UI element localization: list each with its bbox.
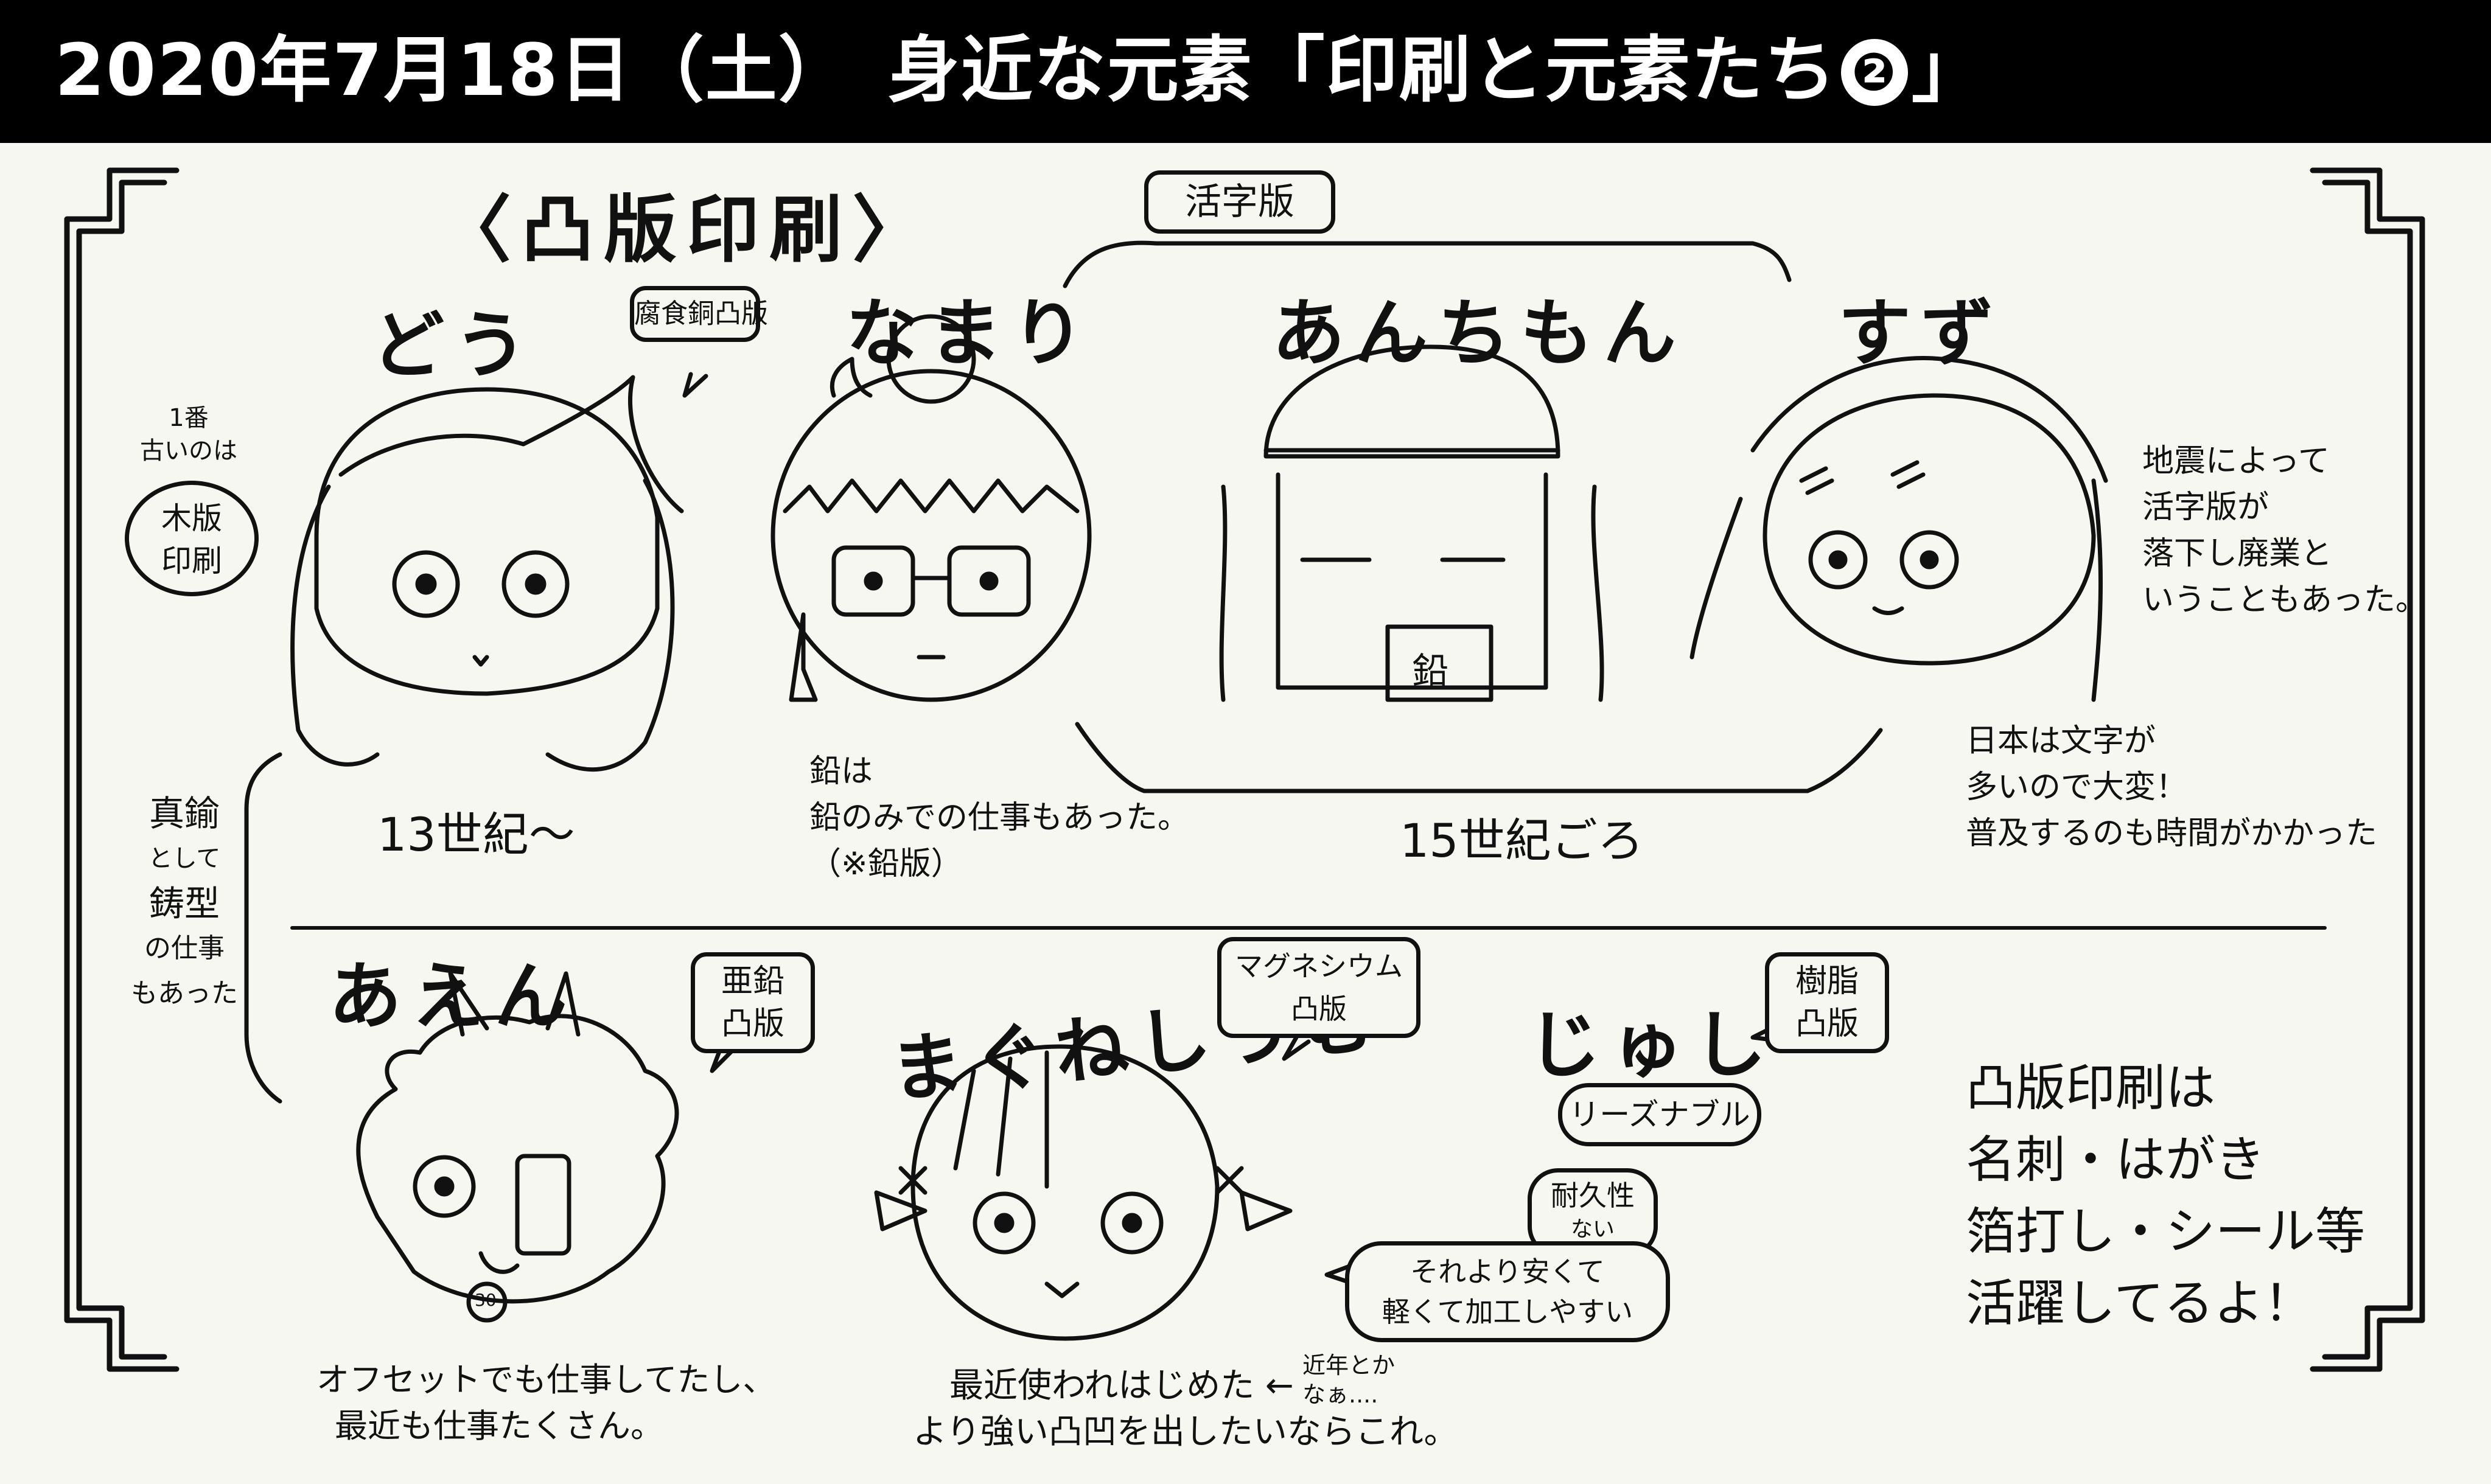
magnesium-tag: マグネシウム 凸版 [1217, 937, 1420, 1038]
summary-line2: 名刺・はがき [1966, 1131, 2266, 1189]
shinchu-bracket [244, 752, 282, 1104]
japan-note: 日本は文字が 多いので大変！ 普及するのも時間がかかった [1966, 718, 2377, 857]
antimony-stamp: 鉛 [1412, 650, 1448, 693]
magnesium-speech-bubble: それより安くて 軽くて加工しやすい [1345, 1241, 1670, 1342]
shinchu-note-line3: 鋳型 [148, 883, 220, 924]
dou-tag: 腐食銅凸版 [630, 286, 768, 342]
namari-note: 鉛は 鉛のみでの仕事もあった。 （※鉛版） [809, 748, 1189, 887]
aen-tag-line2: 凸版 [721, 1006, 784, 1042]
summary-line4: 活躍してるよ！ [1966, 1275, 2314, 1332]
section-title: 〈凸版印刷〉 [438, 188, 935, 273]
name-antimony: あんちもん [1272, 291, 1686, 376]
character-suzu [1689, 356, 2108, 702]
earthquake-note-line4: いうこともあった。 [2142, 582, 2428, 618]
jushi-tag: 樹脂 凸版 [1765, 952, 1889, 1053]
oldest-note-line2: 古いのは [140, 437, 237, 465]
era-15-bracket [1075, 722, 1883, 793]
name-dou: どう [371, 304, 537, 388]
aen-note: オフセットでも仕事してたし、 最近も仕事たくさん。 [316, 1357, 775, 1449]
katsuji-label: 活字版 [1144, 170, 1335, 234]
shinchu-note: 真鍮 として 鋳型 の仕事 もあった [131, 791, 238, 1016]
summary-note: 凸版印刷は 名刺・はがき 箔打し・シール等 活躍してるよ！ [1966, 1053, 2365, 1340]
mokuhan-note-line1: 木版 [161, 501, 222, 536]
name-jushi: じゅし [1528, 1003, 1776, 1088]
magnesium-aside: 近年とか なぁ.... [1302, 1351, 1395, 1409]
earthquake-note-line3: 落下し廃業と [2142, 535, 2333, 572]
japan-note-line2: 多いので大変！ [1966, 769, 2188, 806]
namari-note-line3: （※鉛版） [809, 846, 963, 882]
mokuhan-note-line2: 印刷 [161, 543, 222, 579]
magnesium-tag-line1: マグネシウム [1235, 950, 1403, 983]
character-antimony [1219, 344, 1604, 702]
earthquake-note-line2: 活字版が [2142, 489, 2269, 526]
aen-badge: 30 [475, 1290, 497, 1310]
name-namari: なまり [846, 291, 1094, 376]
katsuji-bracket [1063, 240, 1792, 288]
magnesium-tag-tail [1282, 1035, 1311, 1061]
era-15: 15世紀ごろ [1400, 813, 1644, 868]
title-date: 2020年7月18日（土） [55, 28, 851, 112]
namari-note-line2: 鉛のみでの仕事もあった。 [809, 799, 1190, 836]
japan-note-line1: 日本は文字が [1966, 723, 2156, 759]
magnesium-aside-line1: 近年とか [1302, 1352, 1396, 1379]
japan-note-line3: 普及するのも時間がかかった [1966, 815, 2378, 852]
shinchu-note-line4: の仕事 [144, 933, 225, 964]
title-text: 身近な元素「印刷と元素たち [887, 28, 1837, 112]
magnesium-bubble-line1: それより安くて [1410, 1255, 1605, 1288]
jushi-tag-line1: 樹脂 [1795, 963, 1859, 1000]
dou-tag-tail [682, 372, 708, 398]
aen-note-line1: オフセットでも仕事してたし、 [316, 1360, 776, 1399]
jushi-bubble-reasonable: リーズナブル [1558, 1083, 1761, 1146]
magnesium-note-line1: 最近使われはじめた ← [949, 1366, 1294, 1406]
shinchu-note-line1: 真鍮 [148, 793, 220, 834]
shinchu-note-line2: として [148, 845, 221, 873]
name-suzu: すず [1838, 291, 2004, 376]
magnesium-tag-line2: 凸版 [1291, 992, 1347, 1025]
magnesium-bubble-line2: 軽くて加工しやすい [1382, 1295, 1633, 1328]
jushi-tag-line2: 凸版 [1795, 1006, 1859, 1042]
name-aen: あえん [329, 955, 577, 1039]
aen-tag-line1: 亜鉛 [721, 963, 784, 1000]
earthquake-note: 地震によって 活字版が 落下し廃業と いうこともあった。 [2142, 438, 2427, 623]
magnesium-note-line2: より強い凸凹を出したいならこれ。 [913, 1412, 1458, 1452]
jushi-bubble-durability-line2: ない [1570, 1217, 1615, 1242]
aen-tag: 亜鉛 凸版 [691, 952, 815, 1053]
title-close-bracket: 」 [1911, 28, 1985, 112]
aen-tag-tail [710, 1044, 736, 1073]
frame-brackets [64, 167, 2425, 1372]
character-aen [356, 971, 679, 1323]
magnesium-aside-line2: なぁ.... [1302, 1381, 1378, 1408]
namari-note-line1: 鉛は [809, 753, 873, 790]
character-magnesium [874, 1044, 1293, 1341]
era-13: 13世紀〜 [377, 807, 575, 862]
shinchu-note-line5: もあった [131, 978, 238, 1009]
earthquake-note-line1: 地震によって [2142, 443, 2330, 479]
title-number-badge: ❷ [1840, 39, 1908, 106]
summary-line1: 凸版印刷は [1966, 1059, 2216, 1117]
aen-note-line2: 最近も仕事たくさん。 [335, 1407, 663, 1445]
character-namari [770, 314, 1092, 702]
magnesium-note: 最近使われはじめた ← より強い凸凹を出したいならこれ。 [913, 1363, 1458, 1455]
oldest-note-line1: 1番 [169, 404, 209, 432]
jushi-bubble-durability-line1: 耐久性 [1551, 1179, 1635, 1212]
mokuhan-note: 木版 印刷 [125, 481, 259, 596]
summary-line3: 箔打し・シール等 [1966, 1203, 2366, 1261]
oldest-note: 1番 古いのは [140, 402, 237, 467]
character-dou [290, 375, 684, 772]
